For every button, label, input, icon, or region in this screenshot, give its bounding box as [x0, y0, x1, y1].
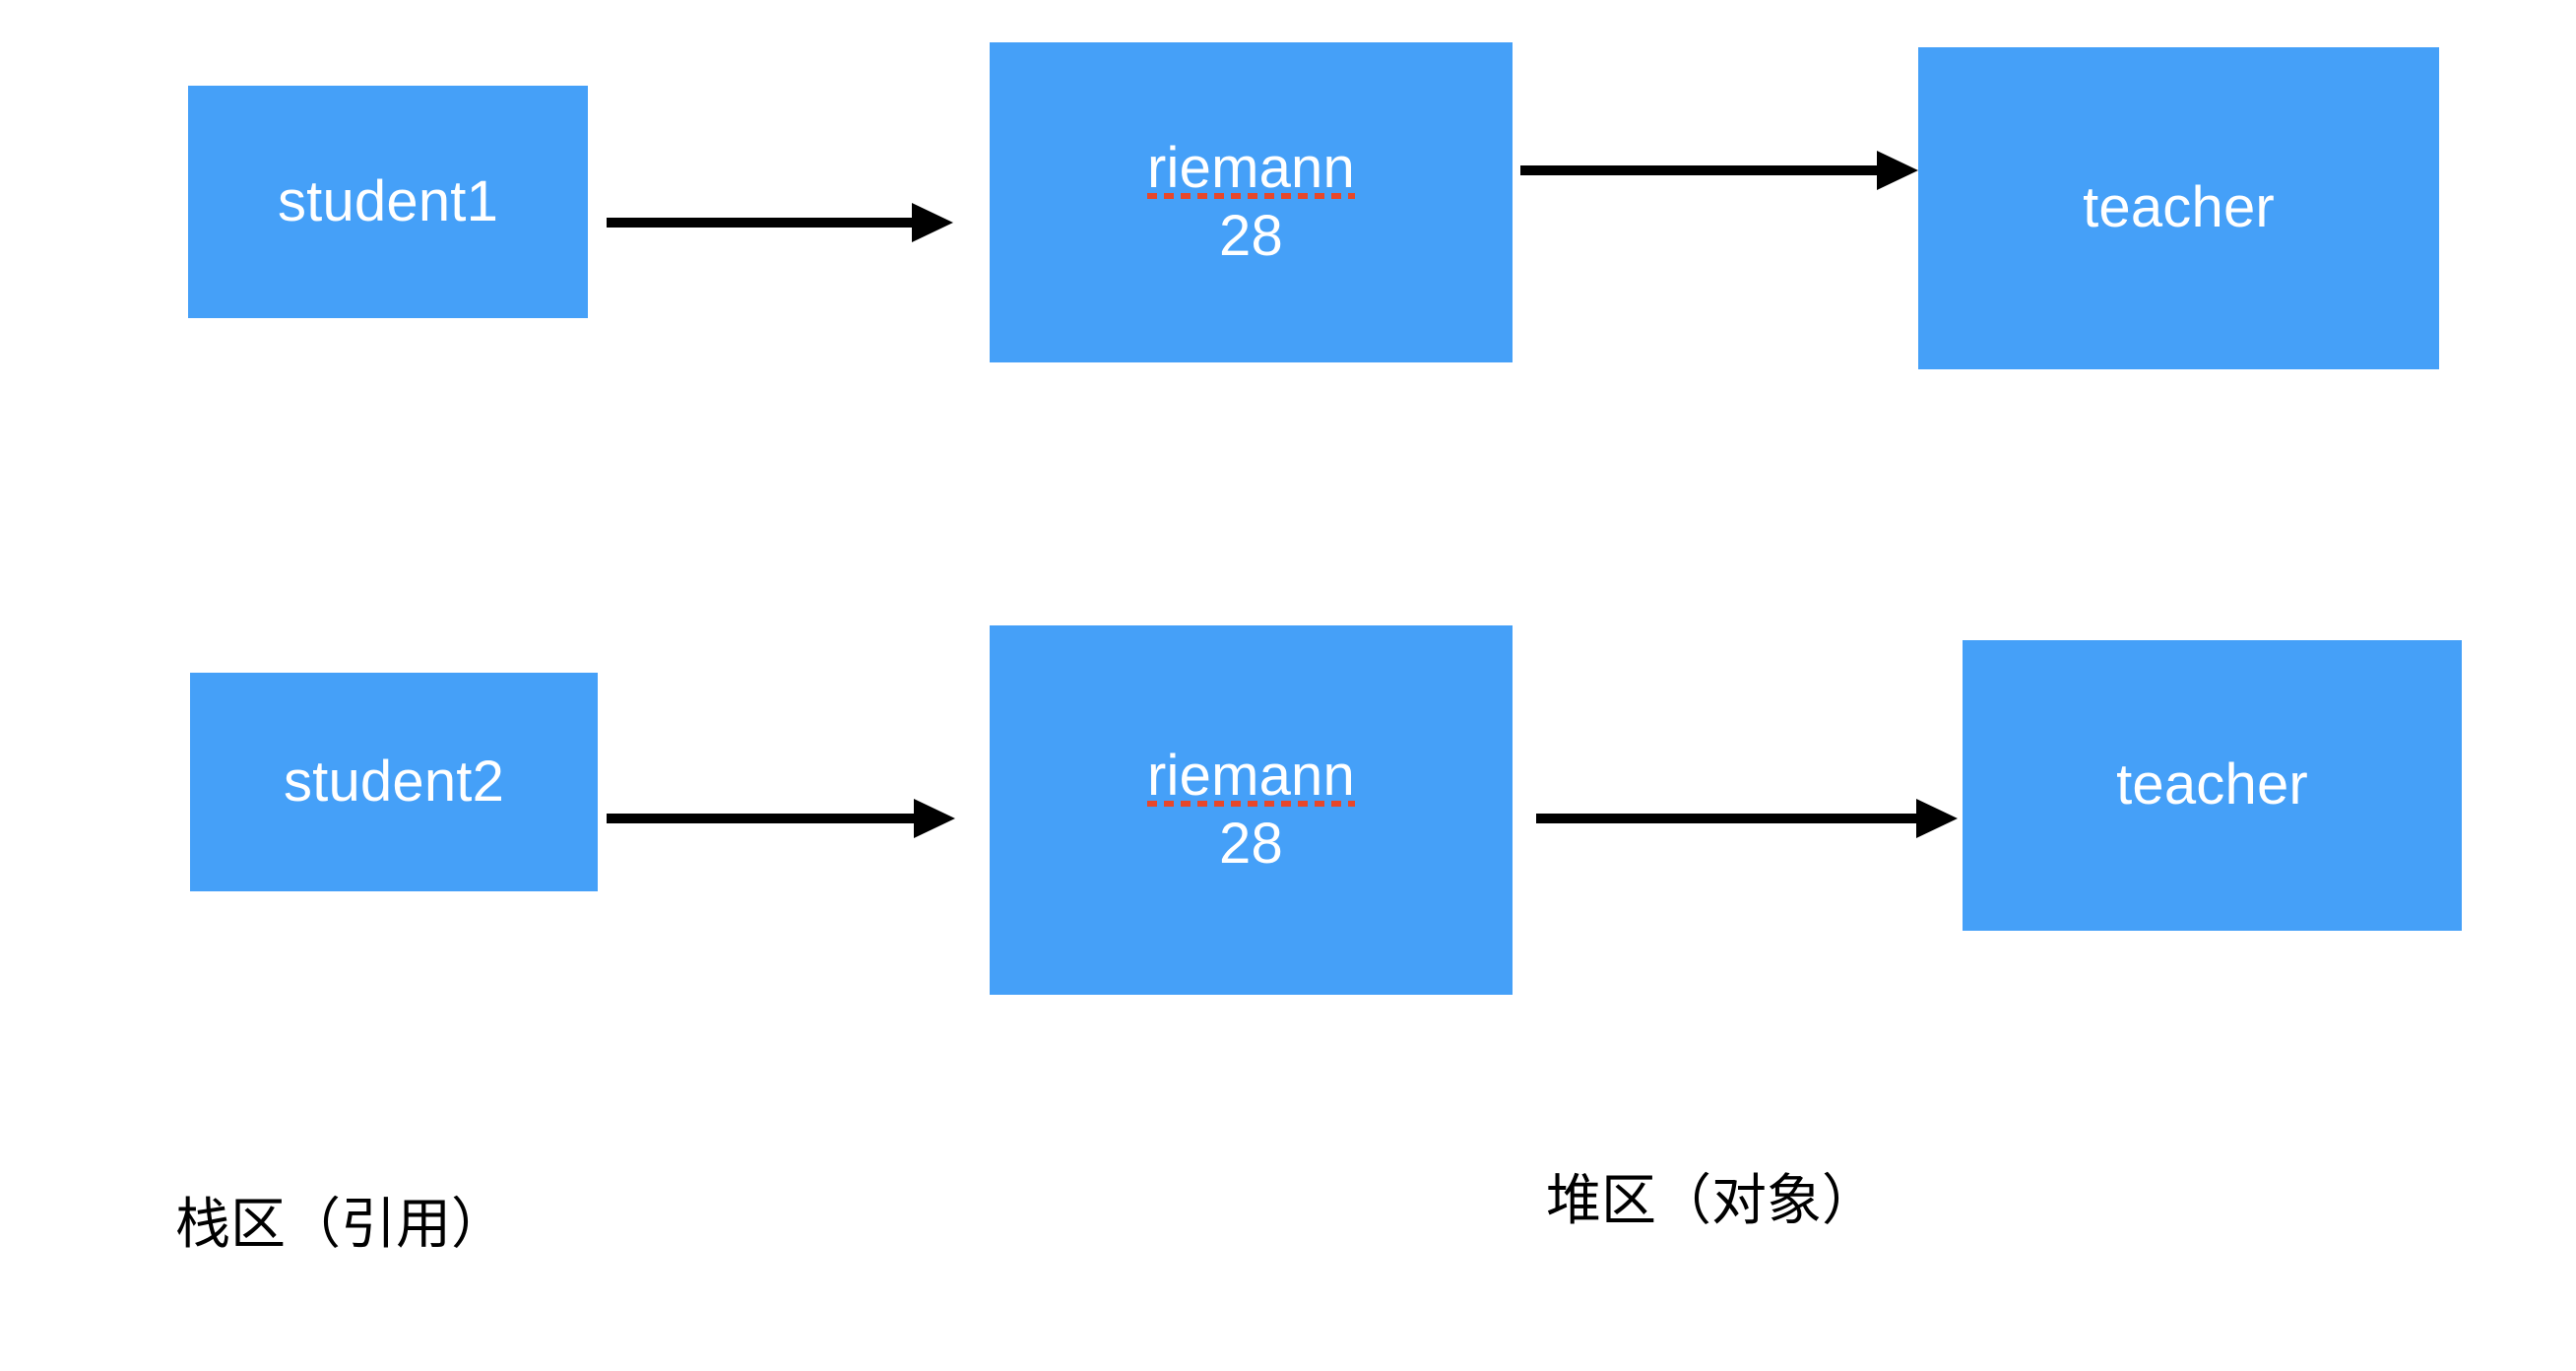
- arrow-riemann-to-teacher-row-2: [1536, 799, 1958, 838]
- arrow-student2-to-riemann: [607, 799, 955, 838]
- arrow-riemann-to-teacher-row-1: [1520, 151, 1918, 190]
- region-label-heap: 堆区（对象）: [1546, 1169, 1877, 1231]
- heap-object-box-row-1[interactable]: riemann 28: [990, 42, 1513, 362]
- arrow-student1-to-riemann: [607, 203, 953, 242]
- region-label-stack: 栈区（引用）: [175, 1193, 506, 1255]
- stack-box-student1[interactable]: student1: [188, 86, 588, 318]
- stack-box-student2[interactable]: student2: [190, 673, 598, 891]
- heap-object-box-row-2[interactable]: riemann 28: [990, 625, 1513, 995]
- heap-object-age-row-1: 28: [1219, 203, 1283, 268]
- heap-object-name-row-1: riemann: [1147, 135, 1355, 202]
- stack-box-student1-label: student1: [277, 168, 499, 233]
- heap-object-name-row-2: riemann: [1147, 743, 1355, 810]
- heap-target-box-row-1[interactable]: teacher: [1918, 47, 2439, 369]
- stack-box-student2-label: student2: [283, 749, 505, 814]
- heap-object-age-row-2: 28: [1219, 811, 1283, 876]
- heap-target-label-row-1: teacher: [2083, 175, 2275, 240]
- heap-target-box-row-2[interactable]: teacher: [1963, 640, 2462, 931]
- heap-target-label-row-2: teacher: [2116, 752, 2308, 817]
